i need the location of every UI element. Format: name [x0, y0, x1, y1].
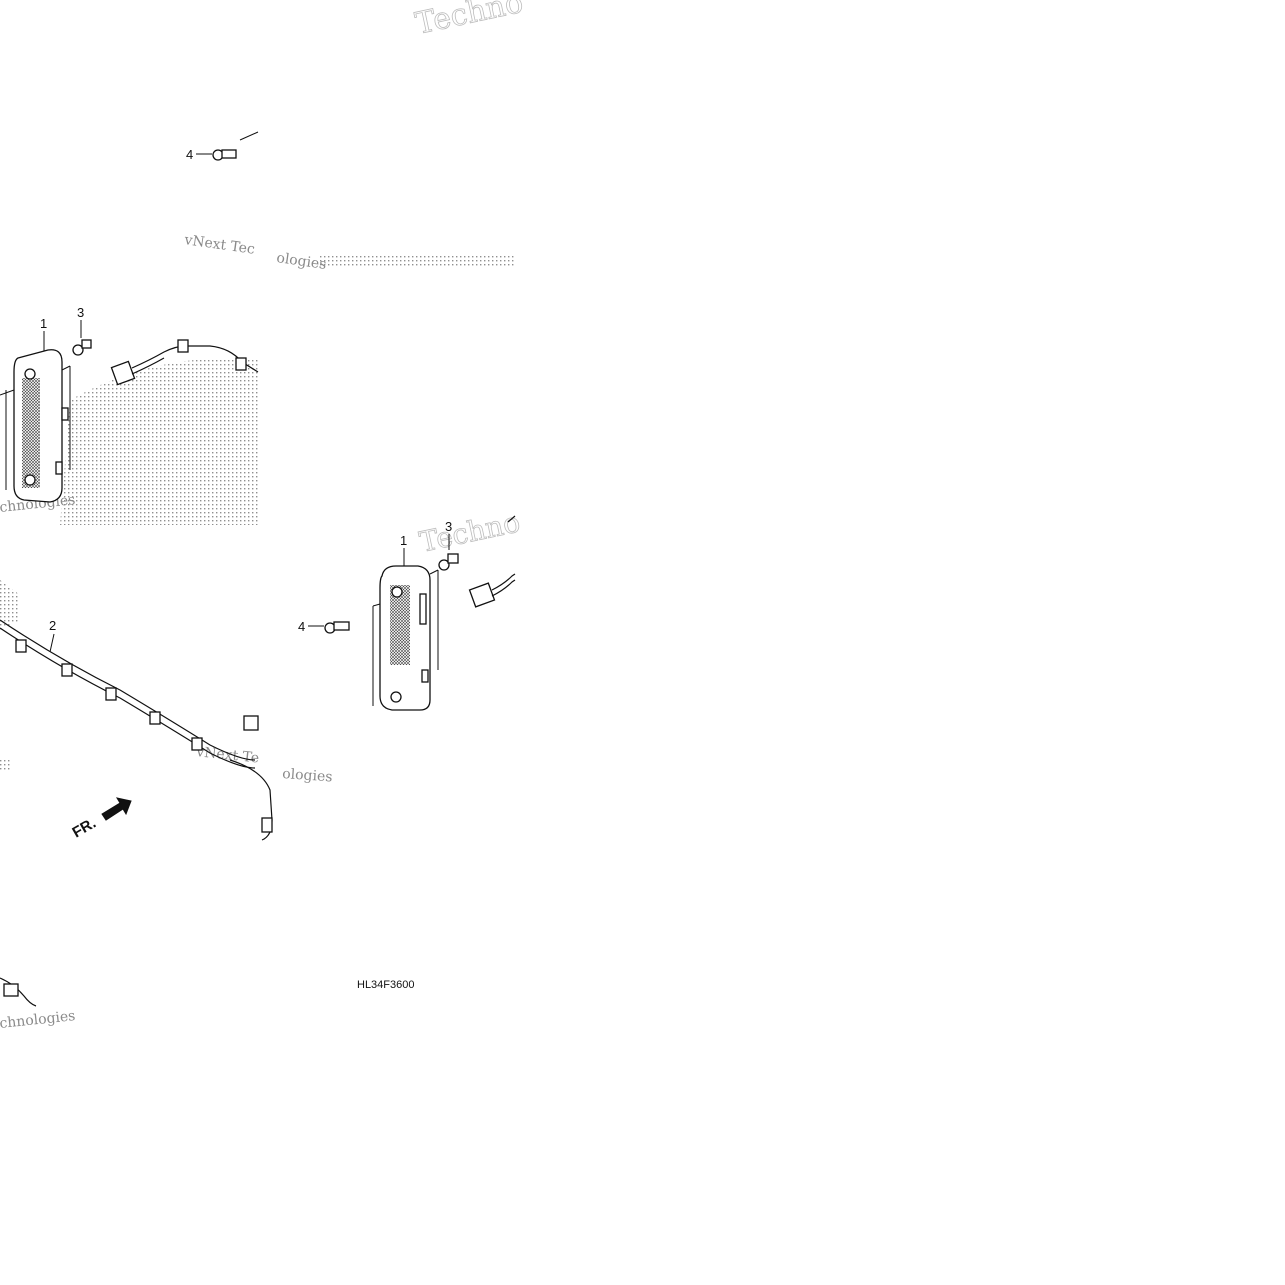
bolt-top: 4 [186, 131, 259, 162]
collar-left: 3 [72, 305, 92, 356]
lamp-right: 1 [372, 533, 439, 711]
direction-label: FR. [70, 815, 99, 842]
fragment-bottom-left [0, 977, 37, 1007]
callout-lamp-right: 1 [400, 533, 407, 548]
watermark-fragment: vNext Te [195, 744, 260, 767]
watermark-fragment: chnologies [0, 1008, 76, 1032]
connector-right [468, 515, 516, 608]
diagram-code: HL34F3600 [357, 979, 415, 991]
harness: 2 [0, 618, 273, 841]
watermark-fragment: vNext Tec [182, 232, 255, 258]
bolt-right: 4 [298, 619, 350, 634]
callout-collar-left: 3 [77, 305, 84, 320]
lamp-left: 1 [0, 316, 71, 503]
callout-lamp-left: 1 [40, 316, 47, 331]
callout-bolt-right: 4 [298, 619, 305, 634]
watermark-fragment: ologies [275, 250, 327, 273]
callout-collar-right: 3 [445, 519, 452, 534]
callout-bolt-top: 4 [186, 147, 193, 162]
watermark-fragment: Techno [417, 505, 523, 558]
connector-left [110, 339, 259, 386]
watermark-fragment: ologies [282, 766, 333, 785]
collar-right: 3 [438, 519, 459, 571]
watermark-fragment: Techno [412, 0, 526, 42]
front-direction-arrow: FR. [70, 797, 132, 842]
callout-harness: 2 [49, 618, 56, 633]
watermark-stipple [0, 256, 515, 770]
